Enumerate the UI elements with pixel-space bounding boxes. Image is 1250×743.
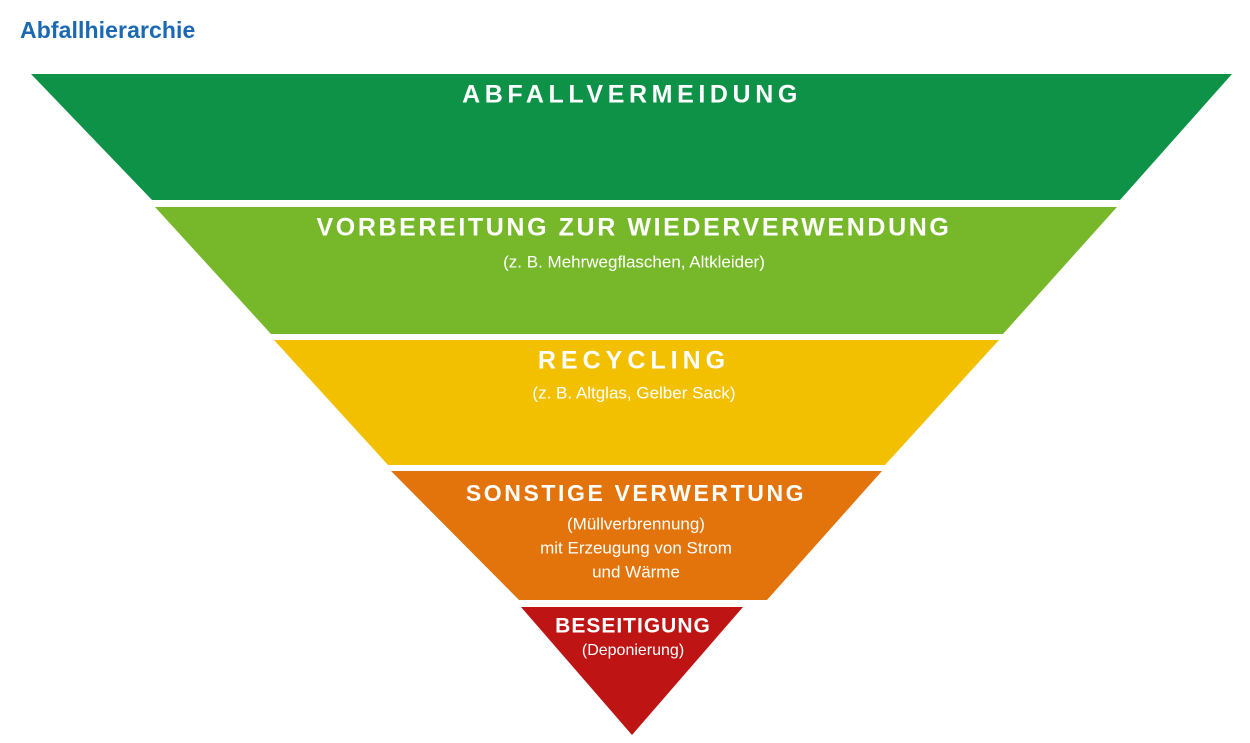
funnel-band-shape-1 — [31, 74, 1232, 200]
funnel-band-shape-2 — [155, 207, 1117, 334]
funnel-level-recycling[interactable]: RECYCLING (z. B. Altglas, Gelber Sack) — [274, 340, 999, 465]
funnel-band-shape-5 — [521, 607, 743, 735]
funnel-label-4: SONSTIGE VERWERTUNG — [466, 480, 806, 506]
funnel-sublabel-4-line-1: (Müllverbrennung) — [567, 514, 705, 533]
page-title: Abfallhierarchie — [20, 17, 196, 43]
funnel-level-vorbereitung-zur-wiederverwendung[interactable]: VORBEREITUNG ZUR WIEDERVERWENDUNG (z. B.… — [155, 207, 1117, 334]
funnel-level-abfallvermeidung[interactable]: ABFALLVERMEIDUNG — [31, 74, 1232, 200]
funnel-label-1: ABFALLVERMEIDUNG — [462, 81, 802, 109]
funnel-level-beseitigung[interactable]: BESEITIGUNG (Deponierung) — [521, 607, 743, 735]
funnel-sublabel-2-line-1: (z. B. Mehrwegflaschen, Altkleider) — [503, 252, 765, 271]
funnel-label-3: RECYCLING — [538, 347, 730, 375]
funnel-label-2: VORBEREITUNG ZUR WIEDERVERWENDUNG — [317, 214, 952, 242]
funnel-label-5: BESEITIGUNG — [555, 615, 711, 638]
funnel-band-shape-3 — [274, 340, 999, 465]
funnel-sublabel-3-line-1: (z. B. Altglas, Gelber Sack) — [532, 383, 735, 402]
funnel-sublabel-4-line-2: mit Erzeugung von Strom — [540, 538, 732, 557]
funnel-level-sonstige-verwertung[interactable]: SONSTIGE VERWERTUNG (Müllverbrennung) mi… — [391, 471, 882, 600]
funnel-sublabel-5-line-1: (Deponierung) — [582, 642, 684, 659]
funnel-band-shape-4 — [391, 471, 882, 600]
funnel-sublabel-4-line-3: und Wärme — [592, 562, 680, 581]
